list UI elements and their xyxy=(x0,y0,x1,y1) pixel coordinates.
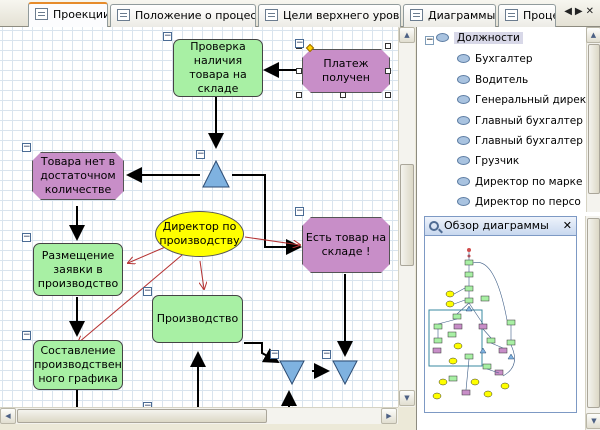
collapse-icon[interactable]: − xyxy=(143,286,152,296)
positions-tree: −Должности Бухгалтер Водитель Генеральны… xyxy=(417,27,587,212)
tree-scrollbar[interactable]: ▲ xyxy=(586,27,600,212)
oval-role-icon xyxy=(457,116,470,125)
connector[interactable] xyxy=(232,174,302,255)
tab-doc-icon xyxy=(410,9,423,21)
connectors-layer xyxy=(69,62,358,407)
resize-handle[interactable] xyxy=(385,43,391,49)
role-association[interactable] xyxy=(244,236,300,245)
gateway-decision[interactable] xyxy=(202,159,230,188)
scroll-right-icon[interactable]: ▶ xyxy=(381,408,397,424)
tree-root[interactable]: −Должности xyxy=(425,28,523,48)
resize-handle[interactable] xyxy=(296,92,302,98)
resize-handle[interactable] xyxy=(340,92,346,98)
process-order-placement[interactable]: Размещение заявки в производство xyxy=(33,243,123,296)
oval-role-icon xyxy=(457,177,470,186)
oval-role-icon xyxy=(457,54,470,63)
collapse-icon[interactable]: − xyxy=(322,349,331,359)
tab-doc-icon xyxy=(35,8,48,20)
event-payment-received[interactable]: Платеж получен xyxy=(302,49,390,93)
close-icon[interactable]: ✕ xyxy=(562,219,572,232)
process-schedule[interactable]: Составление производствен ного графика xyxy=(33,340,123,390)
scroll-down-icon[interactable]: ▼ xyxy=(586,413,600,429)
scroll-thumb[interactable] xyxy=(17,409,267,423)
scroll-thumb[interactable] xyxy=(587,218,600,408)
tree-item[interactable]: Директор по персо xyxy=(457,192,581,212)
tab-doc-icon xyxy=(265,9,278,21)
tab-prev-icon[interactable]: ◀ xyxy=(564,6,575,17)
tab-doc-icon xyxy=(117,9,130,21)
collapse-icon[interactable]: − xyxy=(196,149,205,159)
scroll-up-icon[interactable]: ▲ xyxy=(586,27,600,43)
collapse-icon[interactable]: − xyxy=(22,232,31,242)
collapse-icon[interactable]: − xyxy=(143,402,152,407)
magnifier-icon xyxy=(429,221,439,231)
tab-navigation: ◀▶✕ xyxy=(564,6,597,17)
collapse-icon[interactable]: − xyxy=(295,38,304,48)
gateway-merge[interactable] xyxy=(279,360,305,386)
scroll-corner xyxy=(398,407,415,424)
tree-item[interactable]: Главный бухгалтер xyxy=(457,111,583,131)
scroll-up-icon[interactable]: ▲ xyxy=(399,27,415,43)
tab-next-icon[interactable]: ▶ xyxy=(574,6,586,17)
event-in-stock[interactable]: Есть товар на складе ! xyxy=(302,217,390,273)
collapse-icon[interactable]: − xyxy=(163,31,172,41)
role-association[interactable] xyxy=(128,244,171,263)
diagram-overview-panel: Обзор диаграммы ✕ xyxy=(424,216,577,413)
scroll-thumb[interactable] xyxy=(588,44,600,194)
resize-handle[interactable] xyxy=(385,92,391,98)
oval-role-icon xyxy=(457,75,470,84)
overview-header: Обзор диаграммы ✕ xyxy=(425,217,576,236)
tree-item[interactable]: Главный бухгалтер xyxy=(457,131,583,151)
tree-item[interactable]: Грузчик xyxy=(457,151,519,171)
overview-scrollbar[interactable]: ▼ xyxy=(585,216,600,430)
role-production-director[interactable]: Директор по производству xyxy=(155,211,244,257)
oval-role-icon xyxy=(457,197,470,206)
event-out-of-stock[interactable]: Товара нет в достаточном количестве xyxy=(32,152,124,200)
tab-process-regulation[interactable]: Положение о процессе xyxy=(110,4,256,27)
tab-strip: Проекции Положение о процессе Цели верхн… xyxy=(0,0,600,28)
canvas-vertical-scrollbar[interactable]: ▲ ▼ xyxy=(398,27,415,407)
role-association[interactable] xyxy=(200,260,204,289)
tab-doc-icon xyxy=(505,9,518,21)
resize-handle[interactable] xyxy=(385,68,391,74)
overview-minimap[interactable] xyxy=(425,236,576,412)
scroll-down-icon[interactable]: ▼ xyxy=(399,390,415,406)
close-icon[interactable]: ✕ xyxy=(585,6,597,17)
oval-role-icon xyxy=(457,156,470,165)
scroll-thumb[interactable] xyxy=(400,164,414,266)
tree-item[interactable]: Водитель xyxy=(457,70,528,90)
process-production[interactable]: Производство xyxy=(152,295,243,343)
canvas-horizontal-scrollbar[interactable]: ◀ ▶ xyxy=(0,407,398,424)
oval-role-icon xyxy=(457,136,470,145)
scroll-left-icon[interactable]: ◀ xyxy=(0,408,16,424)
tab-processes[interactable]: Процес xyxy=(498,4,556,27)
collapse-icon[interactable]: − xyxy=(270,349,279,359)
tab-diagrams[interactable]: Диаграммы xyxy=(403,4,496,27)
diagram-canvas[interactable]: Проверка наличия товара на складе Платеж… xyxy=(0,27,398,407)
collapse-icon[interactable]: − xyxy=(425,35,434,45)
tree-item[interactable]: Бухгалтер xyxy=(457,49,533,69)
viewport-frame[interactable] xyxy=(428,309,483,367)
tree-item[interactable]: Директор по марке xyxy=(457,172,583,192)
right-panel: −Должности Бухгалтер Водитель Генеральны… xyxy=(416,27,600,430)
role-association[interactable] xyxy=(78,254,183,343)
collapse-icon[interactable]: − xyxy=(22,142,31,152)
tab-top-level-goals[interactable]: Цели верхнего уровня xyxy=(258,4,401,27)
tree-item[interactable]: Генеральный дирек xyxy=(457,90,586,110)
collapse-icon[interactable]: − xyxy=(295,206,304,216)
tab-projections[interactable]: Проекции xyxy=(28,2,108,28)
collapse-icon[interactable]: − xyxy=(22,330,31,340)
resize-handle[interactable] xyxy=(296,68,302,74)
process-check-stock[interactable]: Проверка наличия товара на складе xyxy=(173,39,263,97)
oval-role-icon xyxy=(436,33,449,42)
gateway-merge[interactable] xyxy=(332,360,358,386)
oval-role-icon xyxy=(457,95,470,104)
